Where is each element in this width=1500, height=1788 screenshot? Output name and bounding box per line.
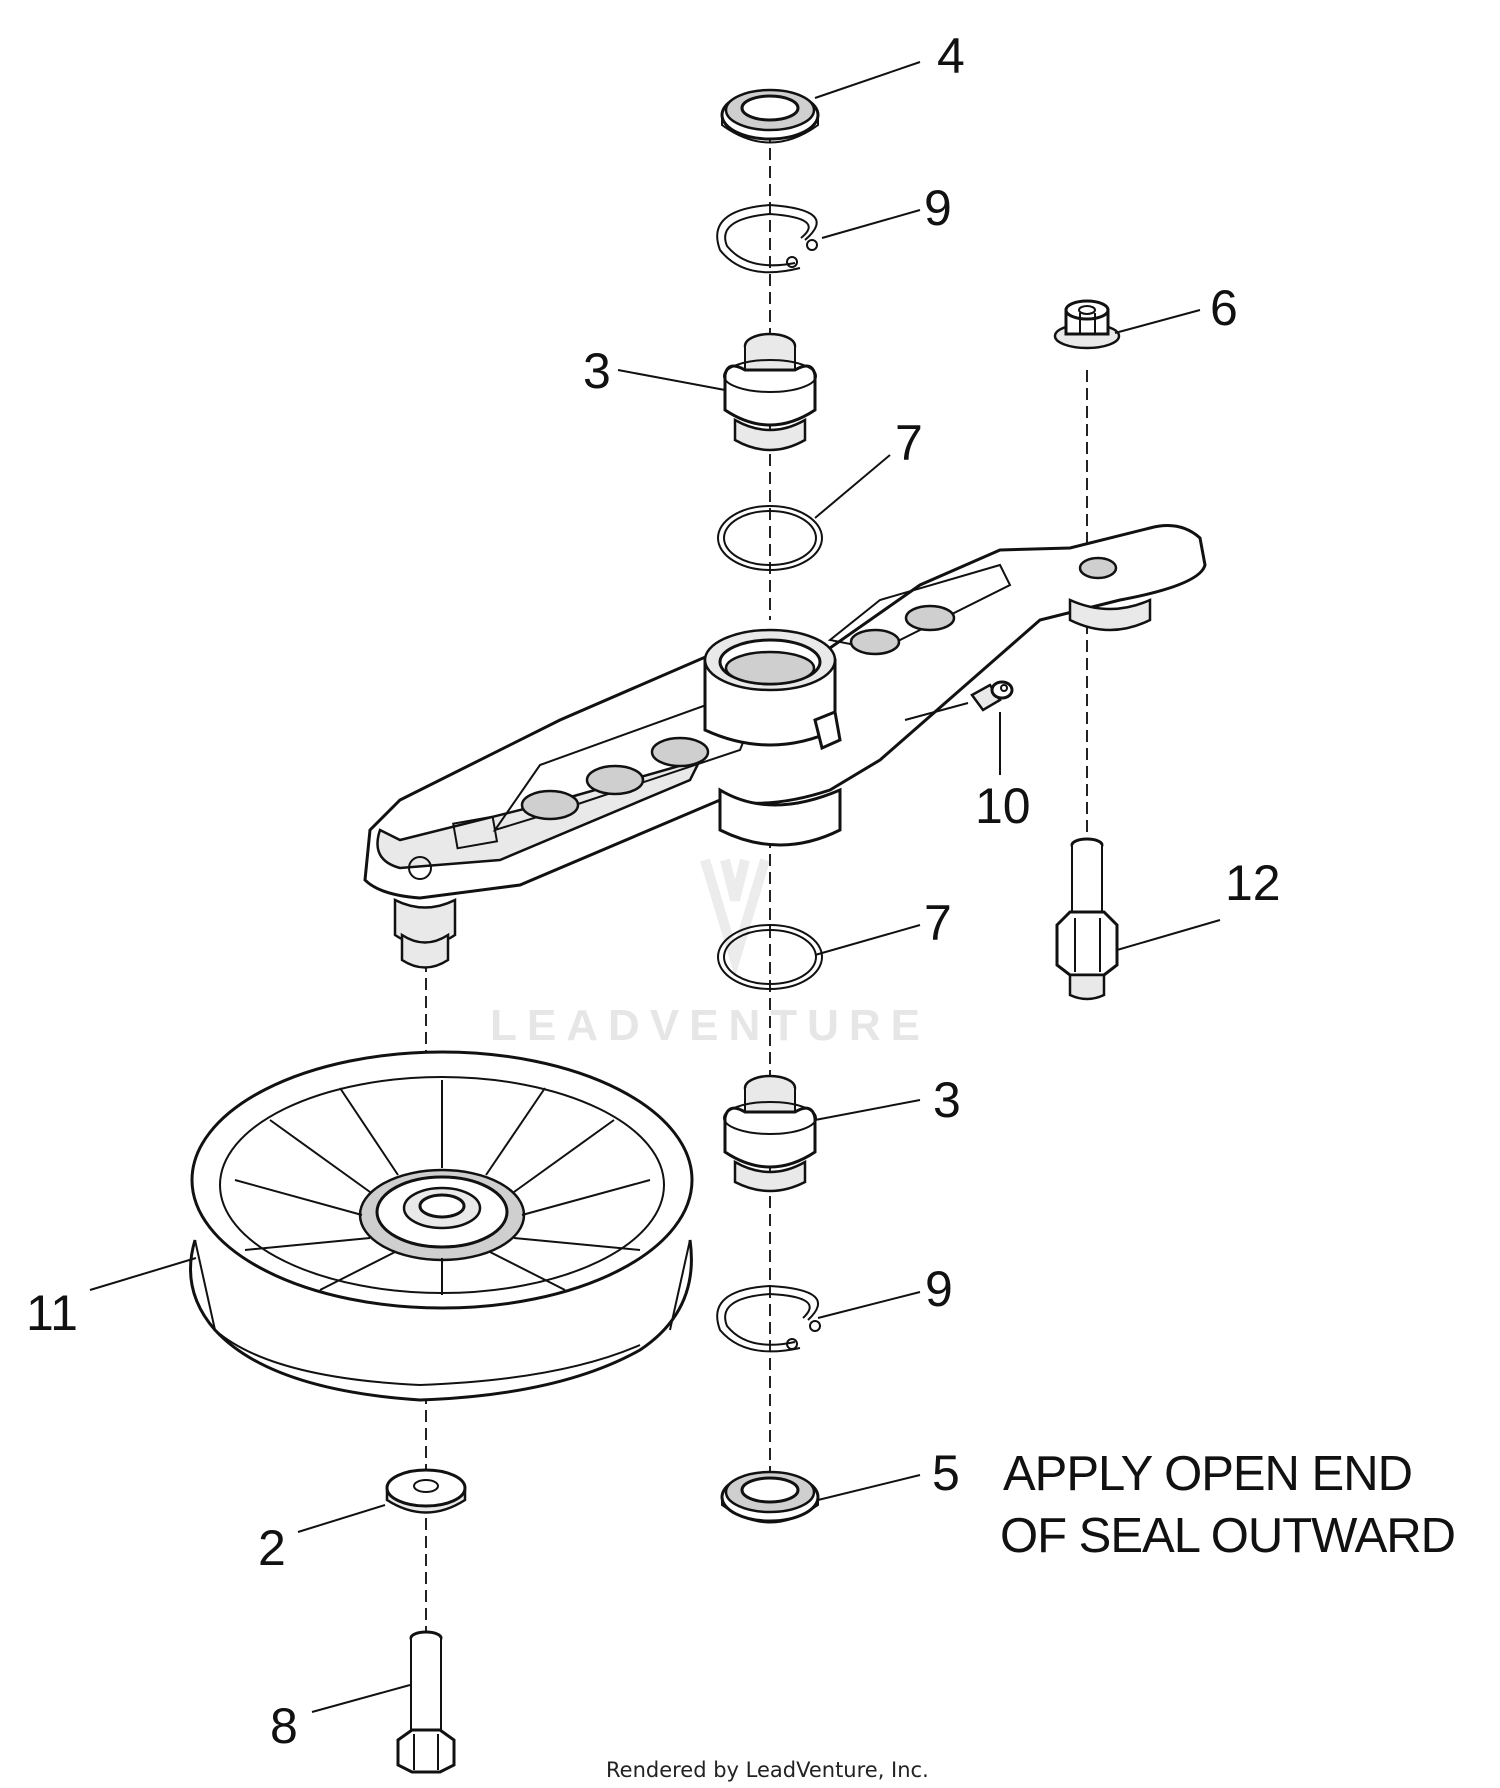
callout-5: 5 (932, 1445, 960, 1501)
retaining-ring-bottom-part[interactable] (716, 1284, 821, 1353)
callout-10: 10 (975, 778, 1031, 834)
seal-top-part[interactable] (720, 88, 820, 144)
stud-part[interactable] (1055, 837, 1119, 1001)
callout-12: 12 (1225, 855, 1281, 911)
o-ring-top-part[interactable] (717, 505, 823, 571)
grease-fitting-part[interactable] (904, 680, 1014, 721)
bolt-part[interactable] (396, 1630, 456, 1774)
retaining-ring-top-part[interactable] (716, 203, 818, 274)
leader-lines (89, 61, 1221, 1713)
callout-7-middle: 7 (924, 895, 952, 951)
seal-bottom-part[interactable] (720, 1470, 820, 1524)
pulley-part[interactable] (189, 1050, 694, 1402)
callout-9-top: 9 (924, 180, 952, 236)
callout-6: 6 (1210, 280, 1238, 336)
watermark-text: LEADVENTURE (490, 1001, 930, 1050)
washer-part[interactable] (385, 1468, 467, 1514)
callout-9-bottom: 9 (925, 1261, 953, 1317)
watermark: LEADVENTURE (490, 858, 930, 1050)
callout-3-top: 3 (583, 343, 611, 399)
bearing-top-part[interactable] (723, 332, 817, 452)
footer-credit: Rendered by LeadVenture, Inc. (606, 1758, 929, 1782)
callout-11: 11 (26, 1285, 78, 1341)
callout-3-bottom: 3 (933, 1072, 961, 1128)
callout-2: 2 (258, 1520, 286, 1576)
seal-note-line-1: APPLY OPEN END (1003, 1447, 1412, 1501)
callout-8: 8 (270, 1698, 298, 1754)
callout-7-top: 7 (895, 415, 923, 471)
bearing-bottom-part[interactable] (723, 1074, 817, 1193)
callout-4: 4 (937, 28, 965, 84)
seal-note-line-2: OF SEAL OUTWARD (1000, 1509, 1455, 1563)
o-ring-middle-part[interactable] (717, 924, 823, 990)
flange-nut-part[interactable] (1053, 299, 1121, 350)
idler-arm-part[interactable] (363, 524, 1207, 969)
